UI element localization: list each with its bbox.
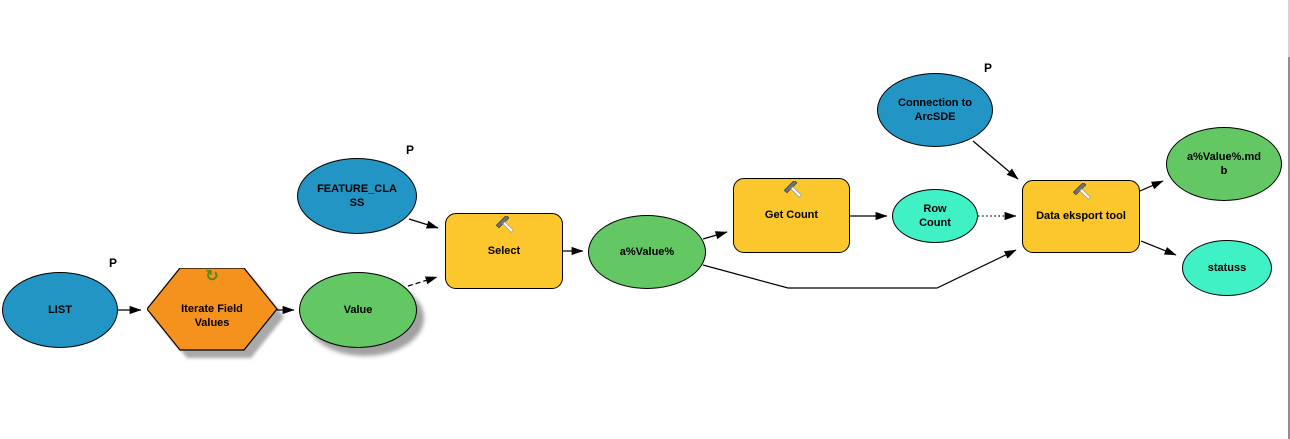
node-select-label: Select [487, 244, 521, 257]
node-connection-to-arcsde-label: Connection to ArcSDE [898, 96, 972, 123]
parameter-flag-arcsde: P [983, 61, 992, 75]
connection-a-value-to-get-count[interactable] [702, 231, 728, 240]
node-statuss-label: statuss [1207, 261, 1247, 274]
node-value[interactable]: Value [299, 272, 417, 348]
node-row-count[interactable]: Row Count [892, 189, 978, 243]
hexagon-body [147, 268, 278, 351]
node-a-value[interactable]: a%Value% [588, 215, 706, 289]
node-get-count[interactable]: Get Count [733, 178, 850, 253]
connection-arcsde-to-data-eksport[interactable] [972, 140, 1019, 180]
connection-data-eksport-to-mdb[interactable] [1139, 180, 1164, 192]
hammer-icon [1070, 181, 1092, 205]
hammer-icon [493, 214, 515, 238]
node-value-label: Value [343, 303, 373, 316]
node-a-value-mdb[interactable]: a%Value%.mdb [1166, 127, 1282, 201]
node-connection-to-arcsde[interactable]: Connection to ArcSDE [877, 73, 993, 147]
node-statuss[interactable]: statuss [1182, 240, 1272, 296]
node-data-eksport-tool[interactable]: Data eksport tool [1022, 180, 1140, 253]
node-feature-class[interactable]: FEATURE_CLASS [297, 158, 417, 234]
node-data-eksport-tool-label: Data eksport tool [1036, 210, 1126, 223]
window-edge-top [1288, 0, 1290, 57]
node-list-label: LIST [48, 303, 72, 316]
parameter-flag-list: P [108, 256, 117, 270]
connection-data-eksport-to-statuss[interactable] [1140, 240, 1177, 256]
node-select[interactable]: Select [445, 213, 563, 289]
node-iterate-field-values-label: Iterate Field Values [181, 302, 243, 329]
hammer-icon [781, 179, 803, 203]
connection-feature-class-to-select[interactable] [408, 218, 439, 229]
connection-a-value-to-data-eksport[interactable] [702, 249, 1017, 289]
node-iterate-field-values[interactable]: ↻ Iterate Field Values [147, 268, 277, 350]
node-get-count-label: Get Count [764, 209, 819, 222]
node-a-value-mdb-label: a%Value%.mdb [1187, 150, 1261, 177]
parameter-flag-feature-class: P [405, 143, 414, 157]
window-edge [1288, 57, 1290, 439]
connection-value-to-select[interactable] [407, 276, 438, 287]
iterate-loop-icon: ↻ [205, 268, 219, 285]
node-iterate-field-values-shape [147, 268, 284, 358]
node-row-count-label: Row Count [919, 202, 951, 229]
node-list[interactable]: LIST [2, 272, 118, 348]
node-feature-class-label: FEATURE_CLASS [317, 182, 397, 209]
node-a-value-label: a%Value% [619, 245, 675, 258]
